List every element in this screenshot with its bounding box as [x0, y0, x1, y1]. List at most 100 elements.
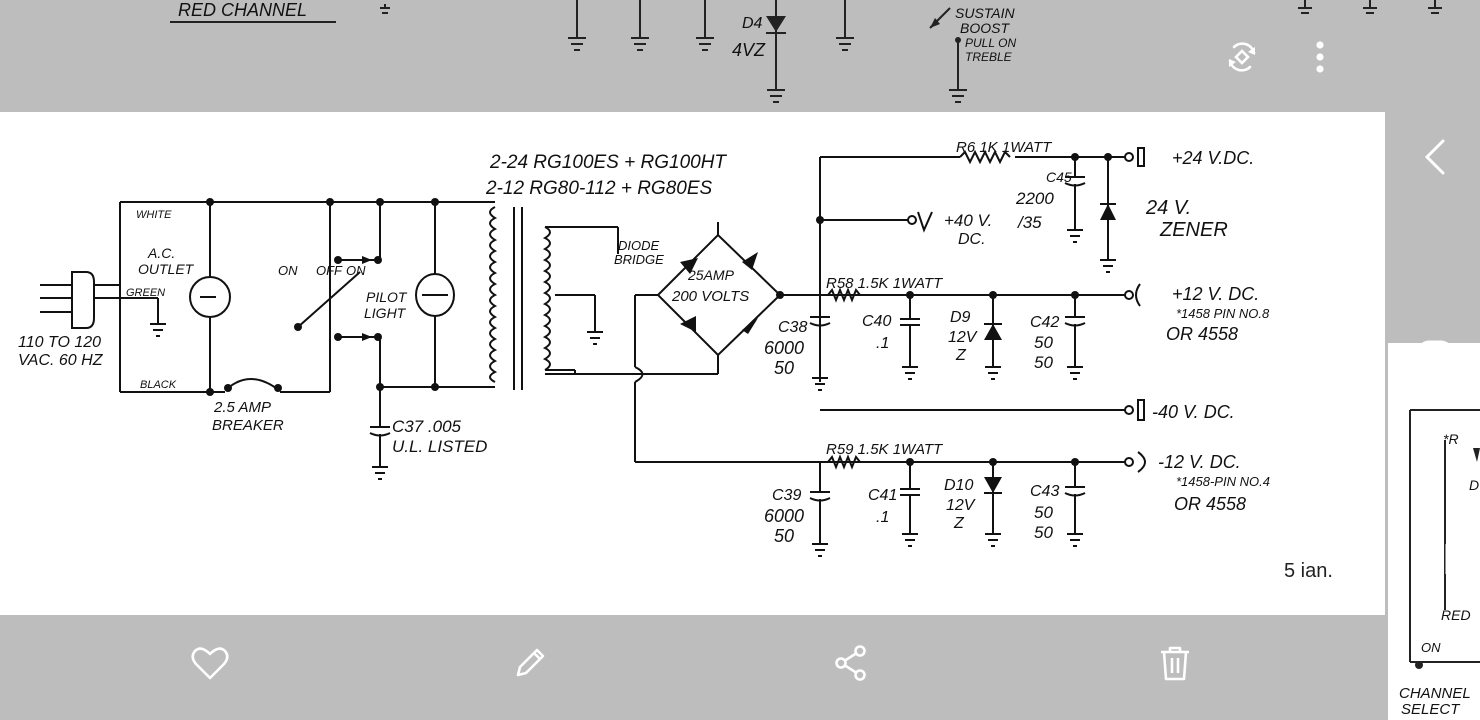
d9-value: 12V — [948, 329, 978, 346]
next-on-label: ON — [1421, 640, 1441, 655]
c43-label: C43 — [1030, 483, 1059, 500]
image-date-label: 5 ian. — [1284, 560, 1333, 582]
power-supply-schematic: 2-24 RG100ES + RG100HT 2-12 RG80-112 + R… — [18, 139, 1270, 557]
plus-40v-label-2: DC. — [958, 231, 986, 248]
ac-outlet-label-1: A.C. — [147, 245, 175, 261]
breaker-label-2: BREAKER — [212, 417, 284, 434]
next-channel-label: CHANNEL — [1399, 685, 1471, 702]
header-line-2: 2-12 RG80-112 + RG80ES — [485, 178, 713, 199]
rotate-button[interactable] — [1222, 37, 1262, 77]
c37-label-1: C37 .005 — [392, 417, 462, 436]
share-button[interactable] — [827, 639, 875, 687]
home-icon — [1417, 340, 1453, 376]
minus-12v-label: -12 V. DC. — [1158, 452, 1241, 472]
d4-value-label: 4VZ — [732, 40, 766, 60]
pull-on-label: PULL ON — [965, 36, 1016, 50]
edit-button[interactable] — [506, 639, 554, 687]
plus-12v-label: +12 V. DC. — [1172, 284, 1259, 304]
c41-value: .1 — [876, 509, 889, 526]
d10-value: 12V — [946, 497, 976, 514]
pilot-light-label-2: LIGHT — [364, 305, 407, 321]
heart-icon — [191, 647, 229, 680]
next-d-label: D — [1469, 477, 1479, 493]
green-wire-label: GREEN — [126, 287, 165, 299]
zener-label-1: 24 V. — [1145, 197, 1191, 219]
pilot-light-label-1: PILOT — [366, 289, 408, 305]
nav-back-button[interactable] — [1415, 135, 1455, 179]
recents-icon — [1421, 544, 1449, 574]
d4-label: D4 — [742, 15, 763, 32]
input-voltage-label-1: 110 TO 120 — [18, 334, 101, 351]
more-options-button[interactable] — [1305, 37, 1335, 77]
trash-icon — [1161, 646, 1189, 681]
c43-value-1: 50 — [1034, 503, 1053, 522]
switch-on-right-label: ON — [346, 263, 366, 278]
delete-button[interactable] — [1151, 639, 1199, 687]
c43-value-2: 50 — [1034, 523, 1053, 542]
bottom-action-bar — [0, 615, 1385, 720]
previous-schematic-fragment: RED CHANNEL D4 4VZ SUSTAIN BOOST PULL ON… — [170, 0, 1377, 103]
nav-recents-button[interactable] — [1415, 538, 1455, 582]
or-4558-label-b: OR 4558 — [1174, 494, 1246, 514]
r58-label: R58 1.5K 1WATT — [826, 275, 944, 292]
breaker-label-1: 2.5 AMP — [213, 399, 271, 416]
treble-label: TREBLE — [965, 50, 1013, 64]
red-channel-label: RED CHANNEL — [178, 0, 307, 20]
c40-label: C40 — [862, 313, 891, 330]
c37-label-2: U.L. LISTED — [392, 437, 487, 456]
input-voltage-label-2: VAC. 60 HZ — [18, 352, 104, 369]
ac-outlet-label-2: OUTLET — [138, 261, 195, 277]
d10-z-label: Z — [953, 515, 965, 532]
minus-40v-label: -40 V. DC. — [1152, 402, 1235, 422]
switch-on-left-label: ON — [278, 263, 298, 278]
image-viewer-panel[interactable]: 2-24 RG100ES + RG100HT 2-12 RG80-112 + R… — [0, 112, 1385, 615]
next-r-label: *R — [1443, 431, 1459, 447]
nav-home-button[interactable] — [1413, 336, 1457, 380]
note-1458-pin4: *1458-PIN NO.4 — [1176, 474, 1270, 489]
pencil-icon — [516, 648, 545, 677]
c39-value-1: 6000 — [764, 506, 804, 526]
c42-value-2: 50 — [1034, 353, 1053, 372]
sustain-label: SUSTAIN — [955, 5, 1016, 21]
zener-label-2: ZENER — [1159, 219, 1228, 241]
plus-24v-label: +24 V.DC. — [1172, 148, 1254, 168]
c42-value-1: 50 — [1034, 333, 1053, 352]
rotate-icon — [1228, 42, 1256, 72]
previous-image-strip: RED CHANNEL D4 4VZ SUSTAIN BOOST PULL ON… — [0, 0, 1385, 112]
bridge-volt-rating: 200 VOLTS — [671, 288, 749, 305]
bridge-amp-rating: 25AMP — [687, 267, 735, 283]
favorite-button[interactable] — [186, 639, 234, 687]
more-vert-icon — [1316, 41, 1324, 73]
chevron-left-icon — [1424, 139, 1445, 175]
c38-label: C38 — [778, 319, 807, 336]
or-4558-label-a: OR 4558 — [1166, 324, 1238, 344]
c42-label: C42 — [1030, 314, 1059, 331]
boost-label: BOOST — [960, 20, 1010, 36]
next-red-label: RED — [1441, 607, 1471, 623]
note-1458-pin8: *1458 PIN NO.8 — [1176, 306, 1270, 321]
c45-value-1: 2200 — [1015, 189, 1054, 208]
c45-value-2: /35 — [1017, 213, 1042, 232]
c40-value: .1 — [876, 335, 889, 352]
plus-40v-label-1: +40 V. — [944, 211, 992, 230]
c41-label: C41 — [868, 487, 897, 504]
next-image-strip: *R D RED ON CHANNEL SELECT — [1385, 0, 1480, 720]
diode-bridge-label-1: DIODE — [618, 238, 660, 253]
header-line-1: 2-24 RG100ES + RG100HT — [489, 152, 727, 173]
d10-label: D10 — [944, 477, 973, 494]
next-select-label: SELECT — [1401, 701, 1461, 718]
c38-value-2: 50 — [774, 358, 794, 378]
r6-label: R6 1K 1WATT — [956, 139, 1053, 156]
c38-value-1: 6000 — [764, 338, 804, 358]
diode-bridge-label-2: BRIDGE — [614, 252, 664, 267]
c39-label: C39 — [772, 487, 801, 504]
r59-label: R59 1.5K 1WATT — [826, 441, 944, 458]
switch-off-label: OFF — [316, 263, 343, 278]
white-wire-label: WHITE — [136, 209, 172, 221]
c39-value-2: 50 — [774, 526, 794, 546]
c45-label: C45 — [1046, 169, 1072, 185]
d9-label: D9 — [950, 309, 971, 326]
black-wire-label: BLACK — [140, 379, 177, 391]
d9-z-label: Z — [955, 347, 967, 364]
next-schematic-fragment: *R D RED ON CHANNEL SELECT — [1388, 0, 1480, 720]
